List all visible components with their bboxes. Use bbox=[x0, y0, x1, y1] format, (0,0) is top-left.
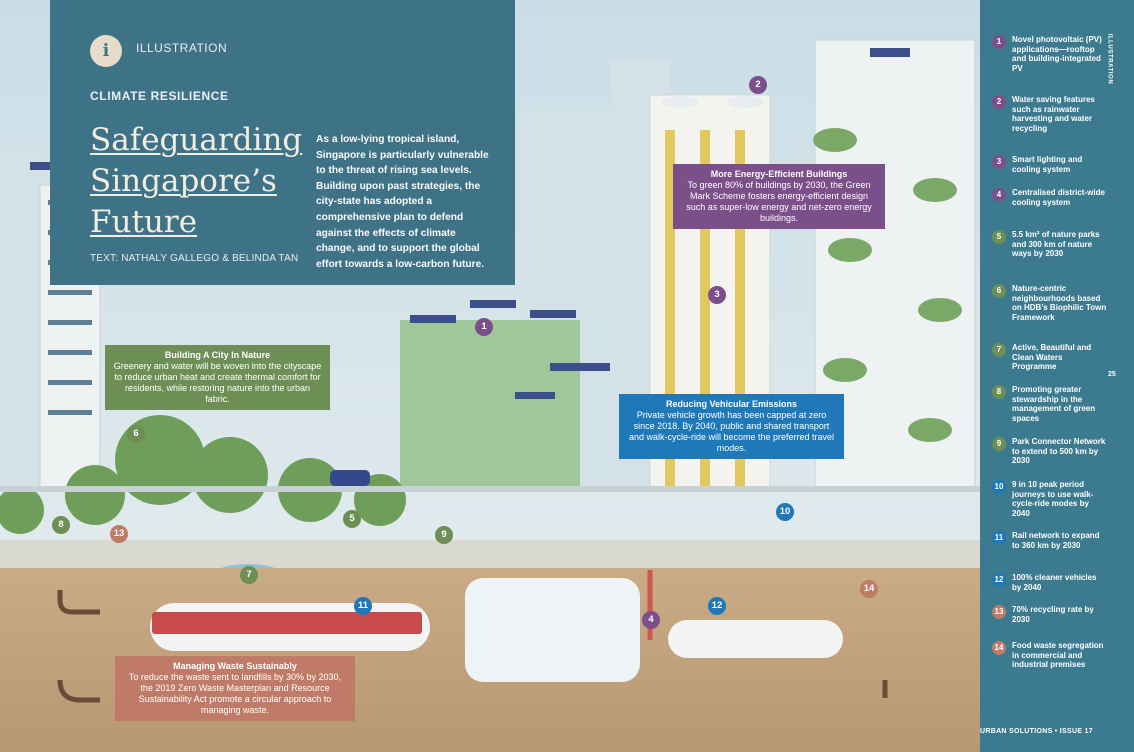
callout-city-in-nature: Building A City In Nature Greenery and w… bbox=[105, 345, 330, 410]
legend-number: 3 bbox=[992, 155, 1006, 169]
marker-10: 10 bbox=[776, 503, 794, 521]
callout-title: Managing Waste Sustainably bbox=[173, 661, 297, 671]
marker-4: 4 bbox=[642, 611, 660, 629]
legend-number: 6 bbox=[992, 284, 1006, 298]
legend-item: 5 5.5 km² of nature parks and 300 km of … bbox=[988, 230, 1128, 270]
legend-text: Centralised district-wide cooling system bbox=[1012, 188, 1105, 207]
marker-8: 8 bbox=[52, 516, 70, 534]
legend-item: 1 Novel photovoltaic (PV) applications—r… bbox=[988, 35, 1128, 75]
callout-vehicular-emissions: Reducing Vehicular Emissions Private veh… bbox=[619, 394, 844, 459]
legend-item: 12 100% cleaner vehicles by 2040 bbox=[988, 573, 1128, 613]
road-tunnel bbox=[668, 620, 843, 658]
right-green-tower bbox=[813, 39, 976, 491]
legend-text: 9 in 10 peak period journeys to use walk… bbox=[1012, 480, 1094, 518]
legend-number: 2 bbox=[992, 95, 1006, 109]
legend-number: 9 bbox=[992, 437, 1006, 451]
legend-number: 4 bbox=[992, 188, 1006, 202]
elevated-rail bbox=[0, 470, 980, 492]
legend-number: 1 bbox=[992, 35, 1006, 49]
marker-5: 5 bbox=[343, 510, 361, 528]
legend-item: 7 Active, Beautiful and Clean Waters Pro… bbox=[988, 343, 1128, 383]
legend-item: 6 Nature-centric neighbourhoods based on… bbox=[988, 284, 1128, 324]
callout-title: Reducing Vehicular Emissions bbox=[665, 399, 798, 409]
callout-managing-waste: Managing Waste Sustainably To reduce the… bbox=[115, 656, 355, 721]
mrt-train bbox=[152, 612, 422, 634]
legend-text: Rail network to expand to 360 km by 2030 bbox=[1012, 531, 1100, 550]
marker-11: 11 bbox=[354, 597, 372, 615]
legend-item: 9 Park Connector Network to extend to 50… bbox=[988, 437, 1128, 477]
legend-number: 7 bbox=[992, 343, 1006, 357]
section-kicker: ILLUSTRATION bbox=[136, 41, 228, 55]
callout-title: More Energy-Efficient Buildings bbox=[710, 169, 848, 179]
legend-number: 14 bbox=[992, 641, 1006, 655]
legend-text: 70% recycling rate by 2030 bbox=[1012, 605, 1094, 624]
legend-number: 10 bbox=[992, 480, 1006, 494]
legend-text: Smart lighting and cooling system bbox=[1012, 155, 1083, 174]
page-number: 25 bbox=[1108, 371, 1116, 378]
publication-footer: URBAN SOLUTIONS • ISSUE 17 bbox=[980, 728, 1093, 735]
street-level bbox=[0, 540, 980, 570]
legend-number: 13 bbox=[992, 605, 1006, 619]
marker-1: 1 bbox=[475, 318, 493, 336]
callout-body: To reduce the waste sent to landfills by… bbox=[128, 672, 342, 715]
marker-13: 13 bbox=[110, 525, 128, 543]
legend-item: 14 Food waste segregation in commercial … bbox=[988, 641, 1128, 681]
underground-station bbox=[465, 578, 640, 682]
legend-text: Water saving features such as rainwater … bbox=[1012, 95, 1095, 133]
callout-body: To green 80% of buildings by 2030, the G… bbox=[686, 180, 872, 223]
hero-panel: i ILLUSTRATION CLIMATE RESILIENCE Safegu… bbox=[50, 0, 515, 285]
legend-item: 8 Promoting greater stewardship in the m… bbox=[988, 385, 1128, 425]
legend-number: 11 bbox=[992, 531, 1006, 545]
legend-item: 3 Smart lighting and cooling system bbox=[988, 155, 1128, 195]
legend-text: Active, Beautiful and Clean Waters Progr… bbox=[1012, 343, 1092, 372]
marker-14: 14 bbox=[860, 580, 878, 598]
marker-3: 3 bbox=[708, 286, 726, 304]
article-title: Safeguarding Singapore’s Future bbox=[90, 122, 303, 240]
marker-12: 12 bbox=[708, 597, 726, 615]
legend-item: 13 70% recycling rate by 2030 bbox=[988, 605, 1128, 645]
legend-item: 11 Rail network to expand to 360 km by 2… bbox=[988, 531, 1128, 571]
callout-body: Greenery and water will be woven into th… bbox=[113, 361, 322, 404]
callout-title: Building A City In Nature bbox=[164, 350, 271, 360]
callout-energy-efficient-buildings: More Energy-Efficient Buildings To green… bbox=[673, 164, 885, 229]
legend-item: 10 9 in 10 peak period journeys to use w… bbox=[988, 480, 1128, 520]
marker-7: 7 bbox=[240, 566, 258, 584]
legend-item: 2 Water saving features such as rainwate… bbox=[988, 95, 1128, 135]
legend-text: Nature-centric neighbourhoods based on H… bbox=[1012, 284, 1107, 322]
legend-text: Novel photovoltaic (PV) applications—roo… bbox=[1012, 35, 1102, 73]
legend-text: Promoting greater stewardship in the man… bbox=[1012, 385, 1096, 423]
article-intro: As a low-lying tropical island, Singapor… bbox=[316, 134, 489, 270]
legend-text: Food waste segregation in commercial and… bbox=[1012, 641, 1104, 670]
callout-body: Private vehicle growth has been capped a… bbox=[628, 410, 835, 453]
legend-number: 8 bbox=[992, 385, 1006, 399]
legend-sidebar bbox=[980, 0, 1134, 752]
byline: TEXT: NATHALY GALLEGO & BELINDA TAN bbox=[90, 253, 299, 264]
section-heading: CLIMATE RESILIENCE bbox=[90, 89, 229, 103]
legend-text: 100% cleaner vehicles by 2040 bbox=[1012, 573, 1097, 592]
legend-text: Park Connector Network to extend to 500 … bbox=[1012, 437, 1106, 466]
info-badge: i bbox=[90, 35, 122, 67]
legend-number: 5 bbox=[992, 230, 1006, 244]
legend-item: 4 Centralised district-wide cooling syst… bbox=[988, 188, 1128, 228]
solar-panel bbox=[30, 162, 52, 170]
legend-text: 5.5 km² of nature parks and 300 km of na… bbox=[1012, 230, 1100, 259]
marker-9: 9 bbox=[435, 526, 453, 544]
legend-number: 12 bbox=[992, 573, 1006, 587]
pv-rooftop-buildings bbox=[400, 300, 610, 490]
marker-6: 6 bbox=[127, 425, 145, 443]
marker-2: 2 bbox=[749, 76, 767, 94]
